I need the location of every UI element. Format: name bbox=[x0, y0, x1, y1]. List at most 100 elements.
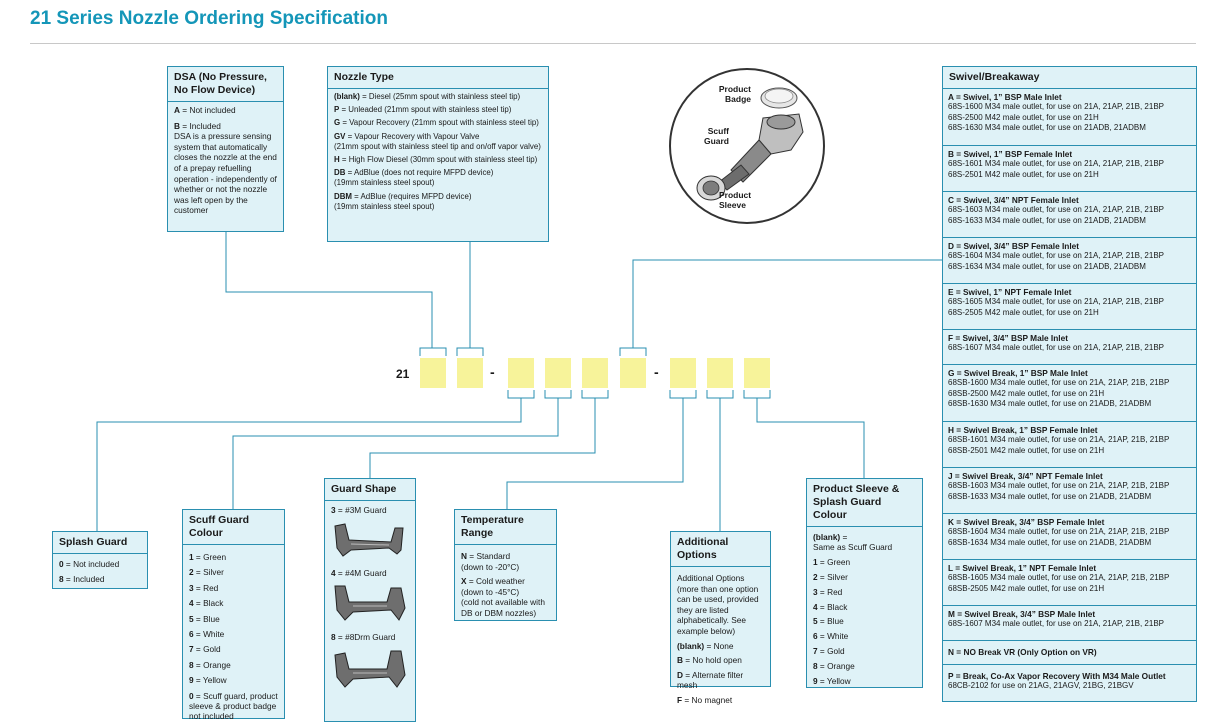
swivel-option-line: 68SB-1630 M34 male outlet, for use on 21… bbox=[948, 399, 1152, 409]
swivel-option: F = Swivel, 3/4” BSP Male Inlet 68S-1607… bbox=[943, 330, 1196, 365]
swivel-option-line: 68SB-1605 M34 male outlet, for use on 21… bbox=[948, 573, 1170, 583]
nozzle-type-key: (blank) bbox=[334, 92, 360, 101]
swivel-box: Swivel/Breakaway A = Swivel, 1” BSP Male… bbox=[942, 66, 1197, 702]
nozzle-type-key: GV bbox=[334, 131, 346, 141]
swivel-option: A = Swivel, 1” BSP Male Inlet 68S-1600 M… bbox=[943, 89, 1196, 146]
sleeve-colour-box: Product Sleeve & Splash Guard Colour (bl… bbox=[806, 478, 923, 688]
sleeve-colour-key: 1 bbox=[813, 556, 818, 567]
colour-text: = Scuff guard, product sleeve & product … bbox=[189, 690, 278, 722]
sleeve-colour-text: = Orange bbox=[817, 661, 855, 672]
swivel-option-line: 68S-1634 M34 male outlet, for use on 21A… bbox=[948, 261, 1146, 271]
swivel-option: M = Swivel Break, 3/4” BSP Male Inlet 68… bbox=[943, 606, 1196, 641]
nozzle-type-text: = Vapour Recovery with Vapour Valve bbox=[345, 131, 480, 141]
sleeve-colour-text: = Black bbox=[817, 601, 848, 612]
guard-shape-key: 4 bbox=[331, 567, 336, 578]
swivel-option: G = Swivel Break, 1” BSP Male Inlet 68SB… bbox=[943, 365, 1196, 422]
swivel-option-line: 68SB-2505 M42 male outlet, for use on 21… bbox=[948, 583, 1105, 593]
sleeve-colour-key: 3 bbox=[813, 586, 818, 597]
nozzle-type-detail: (19mm stainless steel spout) bbox=[334, 201, 435, 211]
swivel-option: K = Swivel Break, 3/4” BSP Female Inlet … bbox=[943, 514, 1196, 560]
sleeve-colour-key: 9 bbox=[813, 676, 818, 687]
guard-shape-text: = #4M Guard bbox=[335, 567, 387, 578]
colour-text: = Yellow bbox=[193, 675, 227, 686]
temperature-note: (cold not available with DB or DBM nozzl… bbox=[461, 597, 545, 618]
swivel-option-title: D = Swivel, 3/4” BSP Female Inlet bbox=[948, 241, 1080, 251]
swivel-option: N = NO Break VR (Only Option on VR) bbox=[943, 641, 1196, 665]
guard-8drm-image bbox=[334, 650, 406, 688]
swivel-option-title: E = Swivel, 1” NPT Female Inlet bbox=[948, 287, 1072, 297]
code-slot-additional bbox=[707, 358, 733, 388]
colour-key: 3 bbox=[189, 582, 194, 593]
scuff-guard-label: Scuff Guard bbox=[703, 126, 729, 146]
nozzle-type-key: DBM bbox=[334, 191, 352, 201]
sleeve-colour-text: = White bbox=[817, 631, 849, 642]
swivel-header: Swivel/Breakaway bbox=[943, 67, 1196, 89]
additional-text: = No magnet bbox=[682, 694, 733, 705]
sleeve-colour-key: 6 bbox=[813, 631, 818, 642]
swivel-option-title: M = Swivel Break, 3/4” BSP Male Inlet bbox=[948, 609, 1096, 619]
swivel-option-title: N = NO Break VR (Only Option on VR) bbox=[948, 647, 1097, 657]
sleeve-colour-detail: Same as Scuff Guard bbox=[813, 542, 893, 553]
sleeve-colour-text: = Green bbox=[817, 556, 851, 567]
swivel-option-line: 68S-1607 M34 male outlet, for use on 21A… bbox=[948, 619, 1164, 629]
colour-text: = Gold bbox=[193, 644, 221, 655]
dsa-header: DSA (No Pressure, No Flow Device) bbox=[168, 67, 283, 102]
swivel-option-line: 68SB-2501 M42 male outlet, for use on 21… bbox=[948, 445, 1105, 455]
swivel-option: E = Swivel, 1” NPT Female Inlet 68S-1605… bbox=[943, 284, 1196, 330]
swivel-option-line: 68SB-1604 M34 male outlet, for use on 21… bbox=[948, 527, 1170, 537]
colour-text: = White bbox=[193, 629, 225, 640]
splash-guard-header: Splash Guard bbox=[53, 532, 147, 554]
swivel-option: J = Swivel Break, 3/4” NPT Female Inlet … bbox=[943, 468, 1196, 514]
guard-shape-text: = #3M Guard bbox=[335, 505, 387, 515]
additional-text: = No hold open bbox=[683, 655, 742, 666]
swivel-option-title: C = Swivel, 3/4” NPT Female Inlet bbox=[948, 195, 1079, 205]
colour-key: 2 bbox=[189, 567, 194, 578]
sleeve-colour-text: = Silver bbox=[817, 571, 848, 582]
temperature-text: = Cold weather bbox=[466, 576, 525, 587]
temperature-detail: (down to -20°C) bbox=[461, 561, 520, 572]
nozzle-type-detail: (19mm stainless steel spout) bbox=[334, 178, 435, 188]
swivel-option-line: 68SB-2500 M42 male outlet, for use on 21… bbox=[948, 388, 1105, 398]
code-slot-guard-shape bbox=[582, 358, 608, 388]
colour-text: = Blue bbox=[193, 613, 220, 624]
swivel-option-title: J = Swivel Break, 3/4” NPT Female Inlet bbox=[948, 471, 1103, 481]
sleeve-colour-text: = Gold bbox=[817, 646, 845, 657]
code-dash: - bbox=[490, 364, 495, 380]
temperature-key: N bbox=[461, 551, 467, 561]
code-slot-nozzle-type bbox=[457, 358, 483, 388]
swivel-option: H = Swivel Break, 1” BSP Female Inlet 68… bbox=[943, 422, 1196, 468]
product-badge-label: Product Badge bbox=[718, 84, 751, 104]
nozzle-type-box: Nozzle Type (blank) = Diesel (25mm spout… bbox=[327, 66, 549, 242]
dsa-box: DSA (No Pressure, No Flow Device) A = No… bbox=[167, 66, 284, 232]
swivel-option-line: 68S-2500 M42 male outlet, for use on 21H bbox=[948, 112, 1099, 122]
temperature-detail: (down to -45°C) bbox=[461, 586, 520, 597]
swivel-option-line: 68S-1603 M34 male outlet, for use on 21A… bbox=[948, 205, 1164, 215]
additional-options-description: Additional Options (more than one option… bbox=[677, 573, 759, 636]
splash-option-key: 0 bbox=[59, 559, 64, 569]
additional-key: D bbox=[677, 669, 683, 680]
guard-shape-key: 8 bbox=[331, 632, 336, 643]
nozzle-type-key: P bbox=[334, 105, 340, 115]
nozzle-type-text: = AdBlue (requires MFPD device) bbox=[351, 191, 472, 201]
guard-shape-header: Guard Shape bbox=[325, 479, 415, 501]
page-title: 21 Series Nozzle Ordering Specification bbox=[30, 8, 388, 29]
guard-4m-image bbox=[334, 585, 406, 622]
temperature-header: Temperature Range bbox=[455, 510, 556, 545]
colour-text: = Orange bbox=[193, 659, 231, 670]
dsa-option-b-text: = Included bbox=[180, 120, 221, 131]
nozzle-type-text: = Vapour Recovery (21mm spout with stain… bbox=[340, 118, 539, 128]
colour-text: = Red bbox=[193, 582, 219, 593]
temperature-text: = Standard bbox=[467, 551, 511, 561]
sleeve-colour-key: 8 bbox=[813, 661, 818, 672]
code-prefix: 21 bbox=[396, 367, 410, 381]
guard-shape-box: Guard Shape 3 = #3M Guard 4 = #4M Guard … bbox=[324, 478, 416, 722]
swivel-option: P = Break, Co-Ax Vapor Recovery With M34… bbox=[943, 665, 1196, 707]
colour-key: 4 bbox=[189, 598, 194, 609]
title-divider bbox=[30, 43, 1196, 44]
colour-key: 5 bbox=[189, 613, 194, 624]
sleeve-colour-key: (blank) bbox=[813, 532, 841, 542]
splash-option-key: 8 bbox=[59, 573, 64, 584]
additional-options-header: Additional Options bbox=[671, 532, 770, 567]
colour-key: 8 bbox=[189, 659, 194, 670]
